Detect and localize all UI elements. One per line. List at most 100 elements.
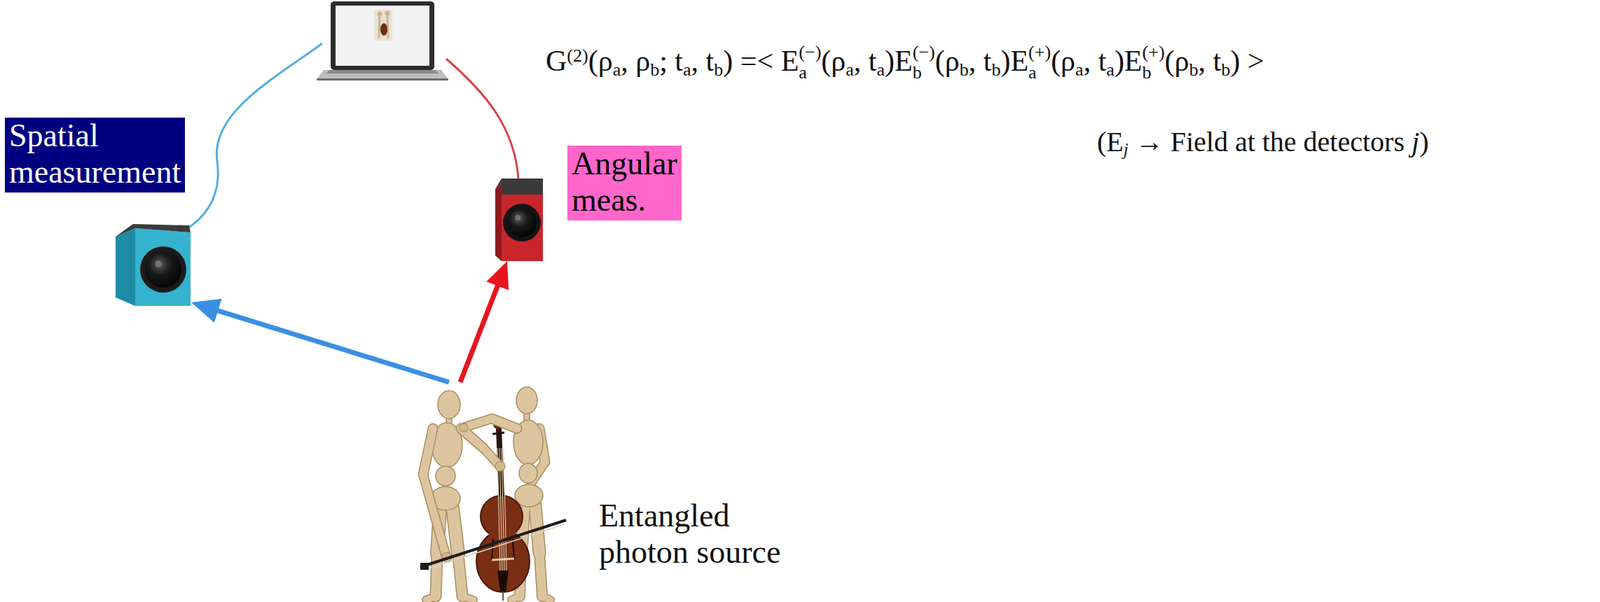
source-label: Entangled photon source bbox=[598, 498, 817, 571]
cello bbox=[476, 419, 530, 602]
camera-body-part bbox=[501, 183, 543, 262]
equation-term-group: , t bbox=[691, 44, 715, 78]
equation-term: a bbox=[1106, 59, 1115, 80]
cello-part bbox=[492, 432, 505, 435]
laptop-part bbox=[326, 70, 439, 74]
equation-term: ) > bbox=[1230, 44, 1264, 78]
equation-term-group: , t bbox=[968, 44, 992, 78]
equation-term: a bbox=[877, 59, 886, 80]
laptop-part bbox=[374, 9, 393, 41]
camera-detector: Angular meas. bbox=[495, 178, 543, 262]
detector-label: Spatial measurement bbox=[4, 117, 185, 193]
equation-term-group: )E bbox=[1114, 44, 1143, 78]
equation-term: ) bbox=[1419, 126, 1429, 158]
arrow-head bbox=[486, 261, 509, 291]
equation-term-group: j bbox=[1123, 140, 1129, 160]
equation-term-group: (E bbox=[1097, 126, 1124, 158]
equation-term-group: ) > bbox=[1230, 44, 1264, 78]
equation-term: (ρ bbox=[821, 44, 846, 78]
camera-body-part bbox=[495, 183, 502, 262]
laptop-part bbox=[387, 15, 389, 39]
cable-part bbox=[183, 43, 323, 232]
equation-term: a bbox=[1028, 63, 1051, 82]
mannequin-part-part bbox=[425, 596, 436, 601]
cello-bow-part bbox=[420, 563, 429, 571]
equation-term-group: ; t bbox=[659, 44, 684, 78]
cello-bow-part bbox=[424, 524, 565, 571]
laptop-part bbox=[330, 1, 435, 71]
mannequin-arm-part-part bbox=[483, 448, 499, 466]
cello-bow bbox=[420, 520, 567, 571]
equation-term-group: ) =< E bbox=[722, 44, 799, 78]
equation-term: b bbox=[650, 59, 660, 80]
cable bbox=[183, 43, 519, 232]
mannequin-arm-part-part bbox=[423, 428, 433, 475]
equation-term: (E bbox=[1097, 126, 1124, 158]
mannequin-part-part bbox=[539, 553, 543, 597]
mannequin-part-part bbox=[511, 596, 520, 601]
equation-term-group: (ρ bbox=[588, 44, 613, 78]
equation-term-group: a bbox=[877, 59, 886, 80]
mannequin-part-part bbox=[437, 390, 461, 419]
cello-part bbox=[497, 570, 509, 592]
photon-beam-arrow bbox=[460, 261, 509, 383]
camera-body bbox=[115, 224, 191, 307]
equation-term: j bbox=[1411, 126, 1420, 158]
camera-body-part bbox=[115, 228, 136, 307]
mannequin-part-part bbox=[519, 463, 538, 484]
mannequin-part-part bbox=[452, 507, 459, 555]
equation-term-group: b bbox=[1221, 59, 1231, 80]
equation-term: a bbox=[845, 59, 854, 80]
mannequin-arm-part-part bbox=[465, 418, 492, 428]
arrow-head bbox=[191, 299, 223, 323]
laptop bbox=[316, 1, 449, 81]
equation-term: , t bbox=[691, 44, 715, 78]
index-stack: (+)b bbox=[1142, 43, 1165, 82]
mannequin-part-part bbox=[539, 553, 543, 597]
equation-term-group: )E bbox=[884, 44, 913, 78]
mannequin-arm-part-part bbox=[491, 418, 517, 429]
equation-line: G(2)(ρa, ρb; ta, tb) =< E(−)a(ρa, ta)E(−… bbox=[545, 42, 1264, 82]
mannequin-part-part bbox=[516, 387, 538, 415]
equation-term-group: , ρ bbox=[620, 44, 651, 78]
mannequin-part-part bbox=[514, 484, 543, 508]
mannequin-arm-part-part bbox=[423, 428, 433, 475]
laptop-part bbox=[316, 70, 449, 80]
laptop-part bbox=[335, 5, 430, 66]
mannequin-arm-part-part bbox=[483, 448, 499, 466]
equation-term: )E bbox=[884, 44, 913, 78]
mannequin-part-part bbox=[462, 596, 474, 601]
equation-term-group: (ρ bbox=[935, 44, 960, 78]
mannequin-part-part bbox=[542, 596, 551, 601]
equation-term: ; t bbox=[659, 44, 684, 78]
equation-term: j bbox=[1123, 140, 1129, 160]
equation-term-group: )E bbox=[1000, 44, 1029, 78]
mannequin-part-part bbox=[458, 554, 463, 597]
equation-term-group: → Field at the detectors bbox=[1128, 126, 1412, 158]
camera-body-part bbox=[115, 224, 191, 237]
equation-term-group: (ρ bbox=[1164, 44, 1190, 78]
equation-term: b bbox=[1221, 59, 1231, 80]
laptop-part bbox=[378, 16, 380, 39]
equation-term-group: b bbox=[713, 59, 723, 80]
equation-term-group: j bbox=[1411, 126, 1420, 158]
mannequin-arm-part-part bbox=[465, 418, 492, 428]
camera-body-part bbox=[502, 203, 541, 242]
index-stack: (−)a bbox=[798, 43, 822, 82]
equation-term: → Field at the detectors bbox=[1128, 126, 1412, 158]
equation-term: a bbox=[612, 59, 622, 80]
equation-term-group: (ρ bbox=[821, 44, 846, 78]
equation-term: ) =< E bbox=[722, 44, 799, 78]
equation-term-group: a bbox=[683, 59, 692, 80]
equation-term-group: a bbox=[1075, 59, 1084, 80]
cello-part bbox=[502, 591, 504, 602]
equation-term: b bbox=[713, 59, 723, 80]
laptop-part bbox=[380, 23, 388, 36]
equation-term-group: , t bbox=[1083, 44, 1107, 78]
camera-body-part bbox=[145, 251, 182, 288]
mannequin-arm-part-part bbox=[423, 474, 446, 555]
equation-term-group: b bbox=[650, 59, 660, 80]
mannequin-part-part bbox=[462, 596, 474, 601]
cello-part bbox=[491, 559, 515, 561]
